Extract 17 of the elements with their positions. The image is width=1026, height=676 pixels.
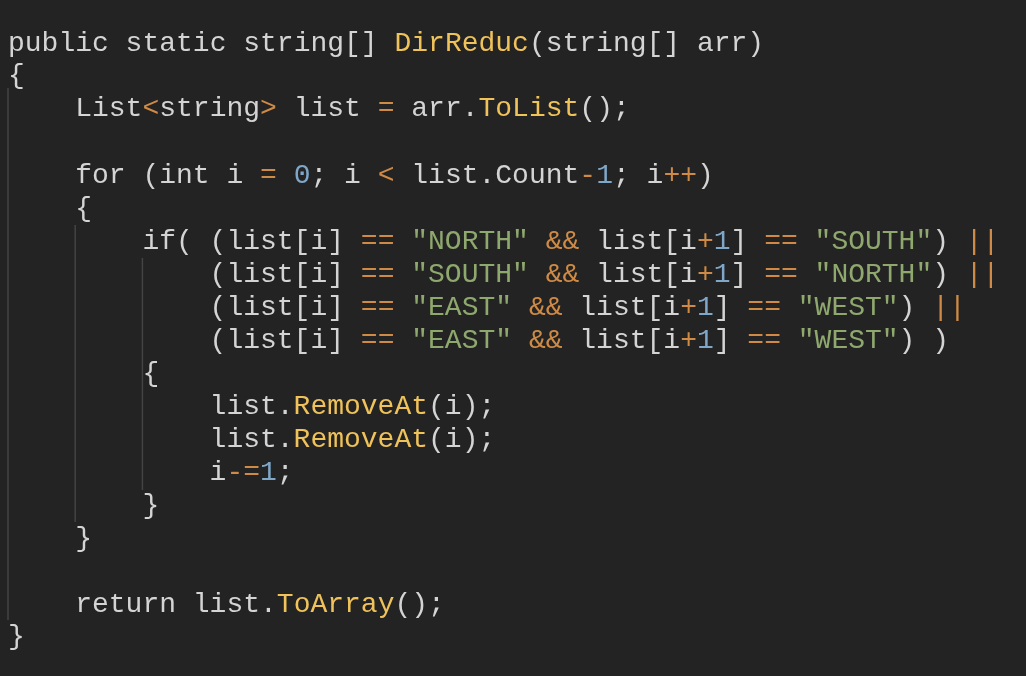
code-line: list.RemoveAt(i); — [209, 424, 496, 456]
code-line: } — [142, 490, 160, 522]
code-line: (list[i] == "SOUTH" && list[i+1] == "NORTH") || — [209, 259, 1000, 291]
code-line: { — [75, 193, 92, 225]
code-line: { — [8, 60, 25, 92]
code-line: public static string[] DirReduc(string[] arr) — [8, 28, 765, 60]
code-line: } — [8, 621, 25, 653]
code-line: (list[i] == "EAST" && list[i+1] == "WEST") || — [209, 292, 966, 324]
code-line: for (int i = 0; i < list.Count-1; i++) — [75, 160, 714, 192]
code-line: } — [75, 523, 92, 555]
code-line: List<string> list = arr.ToList(); — [75, 93, 630, 125]
code-line: list.RemoveAt(i); — [209, 391, 496, 423]
code-line: return list.ToArray(); — [75, 589, 445, 621]
code-line: if( (list[i] == "NORTH" && list[i+1] == "SOUTH") || — [142, 226, 1000, 258]
code-line: i-=1; — [209, 457, 294, 489]
code-line: { — [142, 358, 160, 390]
code-line: (list[i] == "EAST" && list[i+1] == "WEST") ) — [209, 325, 950, 357]
